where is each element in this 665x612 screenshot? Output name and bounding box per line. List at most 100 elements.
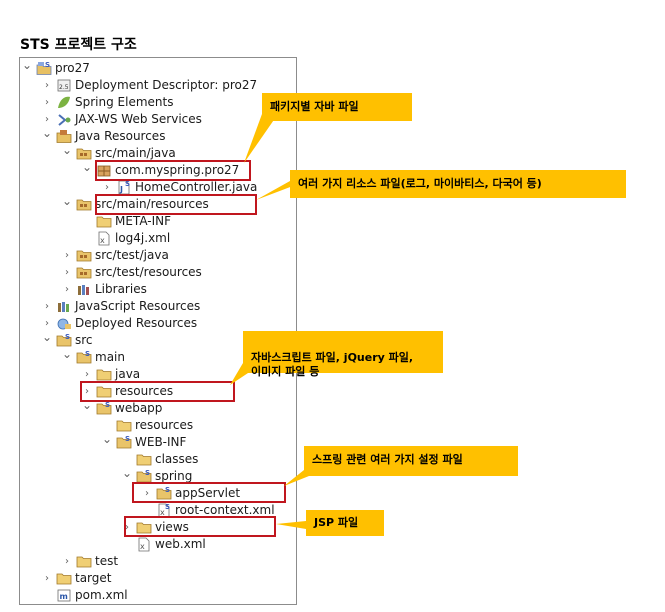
tree-item-label: log4j.xml — [115, 231, 171, 245]
folder-icon — [96, 214, 112, 229]
chevron-down-icon[interactable]: ⌄ — [82, 160, 93, 174]
chevron-right-icon[interactable]: › — [45, 318, 49, 329]
folder-icon — [56, 571, 72, 586]
srcfolder-icon — [76, 248, 92, 263]
chevron-right-icon[interactable]: › — [45, 301, 49, 312]
svg-text:J: J — [119, 185, 123, 194]
chevron-right-icon[interactable]: › — [125, 522, 129, 533]
chevron-down-icon[interactable]: ⌄ — [42, 126, 53, 140]
tree-item-label: Spring Elements — [75, 95, 174, 109]
tree-item-label: resources — [135, 418, 194, 432]
folder-icon — [96, 367, 112, 382]
tree-item-label: root-context.xml — [175, 503, 275, 517]
chevron-right-icon[interactable]: › — [105, 182, 109, 193]
svg-text:S: S — [85, 350, 90, 358]
tree-item-label: META-INF — [115, 214, 172, 228]
chevron-right-icon[interactable]: › — [45, 80, 49, 91]
chevron-down-icon[interactable]: ⌄ — [122, 466, 133, 480]
svg-text:x: x — [140, 542, 145, 551]
svg-text:2.5: 2.5 — [59, 84, 69, 91]
highlight-appservlet — [132, 482, 286, 503]
tree-item-label: JavaScript Resources — [75, 299, 201, 313]
folder-icon — [136, 520, 152, 535]
tree-item-label: WEB-INF — [135, 435, 187, 449]
tree-item-label: spring — [155, 469, 193, 483]
chevron-down-icon[interactable]: ⌄ — [62, 194, 73, 208]
tree-item-label: src — [75, 333, 93, 347]
highlight-src-main-resources — [95, 194, 257, 215]
folder-icon — [76, 554, 92, 569]
svg-text:S: S — [45, 61, 50, 69]
tree-item-label: HomeController.java — [135, 180, 258, 194]
library-icon — [76, 282, 92, 297]
svg-text:S: S — [105, 401, 110, 409]
xml-icon: x — [96, 231, 112, 246]
svg-text:S: S — [165, 503, 170, 511]
tree-item-label: resources — [115, 384, 174, 398]
tree-item-label: src/test/resources — [95, 265, 202, 279]
svg-text:x: x — [160, 508, 165, 517]
tree-item-label: JAX-WS Web Services — [75, 112, 202, 126]
xml-icon: x — [136, 537, 152, 552]
chevron-right-icon[interactable]: › — [65, 250, 69, 261]
tree-item-label: target — [75, 571, 112, 585]
callout-js-files: 자바스크립트 파일, jQuery 파일, 이미지 파일 등 — [243, 331, 443, 378]
callout-jsp: JSP 파일 — [306, 510, 384, 536]
chevron-down-icon[interactable]: ⌄ — [102, 432, 113, 446]
callout-resources-text: 여러 가지 리소스 파일(로그, 마이바티스, 다국어 등) — [298, 177, 542, 190]
chevron-down-icon[interactable]: ⌄ — [62, 143, 73, 157]
pom-icon: m — [56, 588, 72, 603]
tree-item-label: Deployed Resources — [75, 316, 198, 330]
srcfolderS-icon: S — [156, 486, 172, 501]
tree-item-label: views — [155, 520, 189, 534]
leaf-icon — [56, 95, 72, 110]
project-icon: S — [36, 61, 52, 76]
callout-js-text: 자바스크립트 파일, jQuery 파일, 이미지 파일 등 — [251, 351, 414, 378]
chevron-right-icon[interactable]: › — [85, 369, 89, 380]
svg-text:m: m — [60, 592, 68, 601]
srcfolder-icon — [76, 265, 92, 280]
dd-icon: 2.5 — [56, 78, 72, 93]
callout-spring-config: 스프링 관련 여러 가지 설정 파일 — [304, 446, 518, 476]
javares-icon — [56, 129, 72, 144]
chevron-right-icon[interactable]: › — [65, 267, 69, 278]
chevron-right-icon[interactable]: › — [45, 114, 49, 125]
tree-item-label: java — [115, 367, 141, 381]
chevron-right-icon[interactable]: › — [45, 97, 49, 108]
chevron-right-icon[interactable]: › — [145, 488, 149, 499]
folder-icon — [136, 452, 152, 467]
chevron-right-icon[interactable]: › — [85, 386, 89, 397]
tree-item-label: src/test/java — [95, 248, 169, 262]
tree-item-label: src/main/java — [95, 146, 176, 160]
tree-item-label: web.xml — [155, 537, 206, 551]
folder-icon — [96, 384, 112, 399]
callout-package-text: 패키지별 자바 파일 — [270, 100, 359, 113]
highlight-views — [124, 516, 276, 537]
srcfolderS-icon: S — [56, 333, 72, 348]
chevron-down-icon[interactable]: ⌄ — [22, 58, 33, 72]
tree-item-label: test — [95, 554, 119, 568]
svg-text:S: S — [65, 333, 70, 341]
tree-item-label: com.myspring.pro27 — [115, 163, 240, 177]
chevron-down-icon[interactable]: ⌄ — [42, 330, 53, 344]
tree-item-label: appServlet — [175, 486, 241, 500]
chevron-down-icon[interactable]: ⌄ — [62, 347, 73, 361]
folder-icon — [116, 418, 132, 433]
deployed-icon — [56, 316, 72, 331]
page-title: STS 프로젝트 구조 — [20, 37, 137, 53]
srcfolderS-icon: S — [96, 401, 112, 416]
srcfolderS-icon: S — [116, 435, 132, 450]
tree-item-label: classes — [155, 452, 199, 466]
chevron-right-icon[interactable]: › — [65, 556, 69, 567]
srcfolder-icon — [76, 197, 92, 212]
tree-item-label: pro27 — [55, 61, 90, 75]
highlight-package — [95, 160, 251, 181]
tree-item-label: src/main/resources — [95, 197, 209, 211]
chevron-right-icon[interactable]: › — [65, 284, 69, 295]
chevron-right-icon[interactable]: › — [45, 573, 49, 584]
svg-text:S: S — [145, 469, 150, 477]
callout-spring-text: 스프링 관련 여러 가지 설정 파일 — [312, 453, 463, 466]
chevron-down-icon[interactable]: ⌄ — [82, 398, 93, 412]
callout-jsp-text: JSP 파일 — [314, 516, 359, 529]
